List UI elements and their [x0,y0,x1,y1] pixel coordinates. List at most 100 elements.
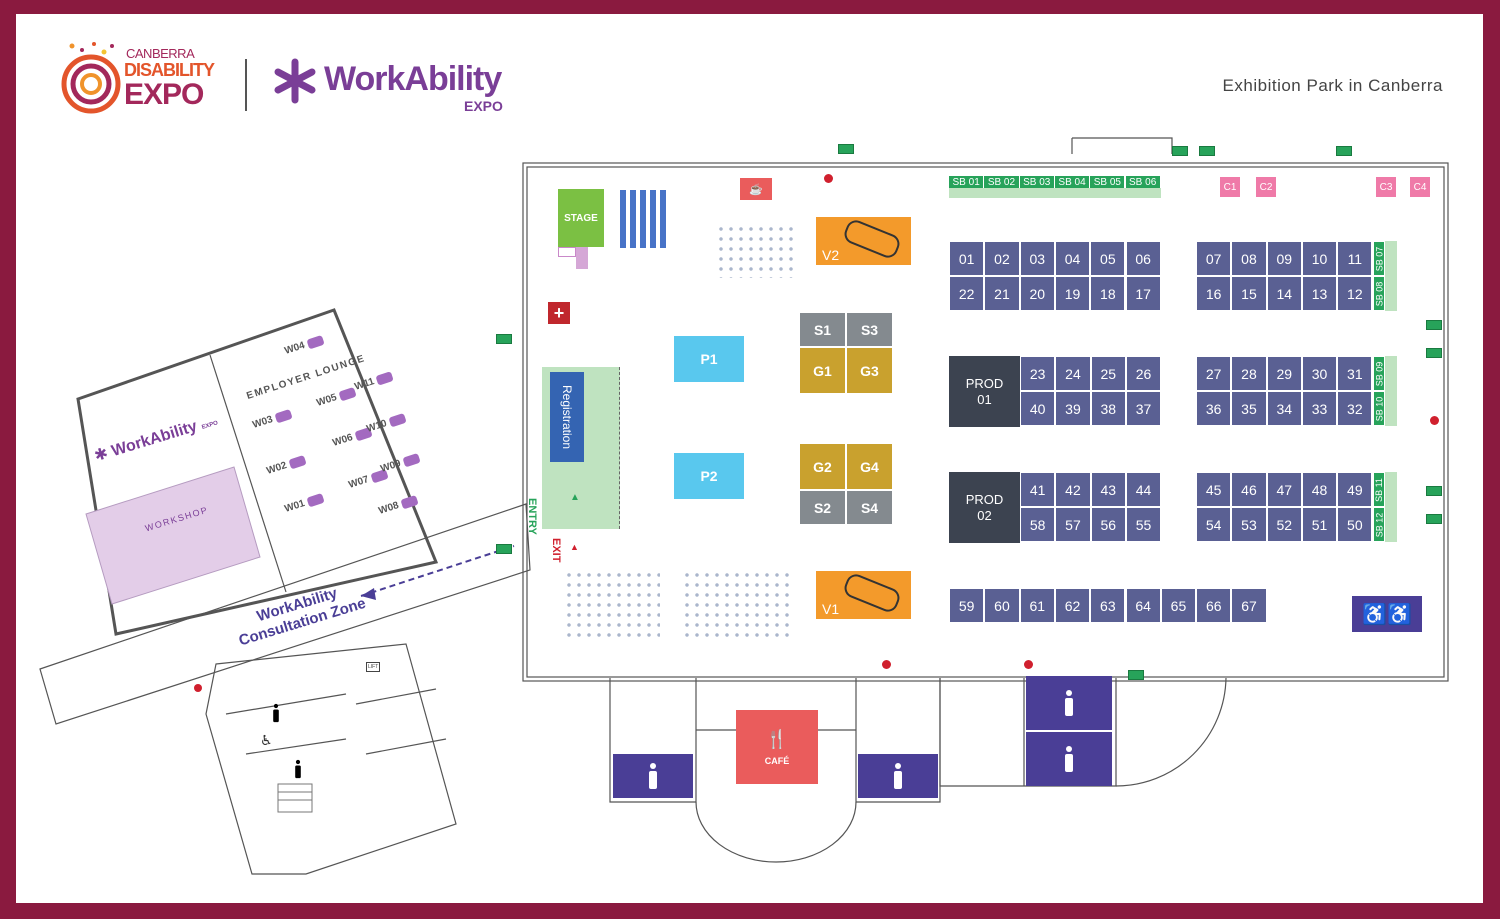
booth-54[interactable]: 54 [1196,507,1232,542]
stand-g3[interactable]: G3 [846,347,893,394]
pod-p2[interactable]: P2 [674,453,744,499]
booth-60[interactable]: 60 [984,588,1020,623]
booth-30[interactable]: 30 [1301,356,1338,391]
booth-07[interactable]: 07 [1196,241,1232,276]
catering-c4[interactable]: C4 [1410,177,1430,197]
catering-c1[interactable]: C1 [1220,177,1240,197]
booth-24[interactable]: 24 [1055,356,1091,391]
sponsor-sb10[interactable]: SB 10 [1373,391,1385,426]
vehicle-v2[interactable]: V2 [816,217,911,265]
booth-44[interactable]: 44 [1125,472,1162,507]
sponsor-sb07[interactable]: SB 07 [1373,241,1385,276]
booth-42[interactable]: 42 [1055,472,1091,507]
registration-desk: Registration [550,372,584,462]
booth-52[interactable]: 52 [1266,507,1302,542]
booth-20[interactable]: 20 [1019,276,1055,311]
booth-46[interactable]: 46 [1231,472,1267,507]
sponsor-sb01[interactable]: SB 01 [949,176,985,188]
booth-32[interactable]: 32 [1337,391,1373,426]
booth-18[interactable]: 18 [1090,276,1126,311]
stand-g2[interactable]: G2 [799,443,846,490]
booth-63[interactable]: 63 [1090,588,1126,623]
booth-25[interactable]: 25 [1090,356,1126,391]
booth-03[interactable]: 03 [1019,241,1055,276]
vehicle-v1[interactable]: V1 [816,571,911,619]
booth-48[interactable]: 48 [1301,472,1338,507]
booth-28[interactable]: 28 [1231,356,1267,391]
booth-05[interactable]: 05 [1090,241,1126,276]
booth-62[interactable]: 62 [1054,588,1091,623]
booth-59[interactable]: 59 [949,588,985,623]
booth-38[interactable]: 38 [1090,391,1126,426]
booth-13[interactable]: 13 [1301,276,1338,311]
booth-14[interactable]: 14 [1266,276,1302,311]
booth-09[interactable]: 09 [1266,241,1302,276]
booth-41[interactable]: 41 [1020,472,1056,507]
booth-23[interactable]: 23 [1020,356,1056,391]
vehicle-v2-label: V2 [822,247,840,263]
sponsor-sb06[interactable]: SB 06 [1125,176,1161,188]
sponsor-sb08[interactable]: SB 08 [1373,276,1385,311]
stand-g4[interactable]: G4 [846,443,893,490]
booth-56[interactable]: 56 [1090,507,1126,542]
booth-34[interactable]: 34 [1266,391,1302,426]
catering-c2[interactable]: C2 [1256,177,1276,197]
catering-c3[interactable]: C3 [1376,177,1396,197]
booth-26[interactable]: 26 [1125,356,1162,391]
booth-65[interactable]: 65 [1160,588,1197,623]
booth-45[interactable]: 45 [1196,472,1232,507]
booth-04[interactable]: 04 [1054,241,1091,276]
workability-logo-sub: EXPO [464,98,503,114]
booth-43[interactable]: 43 [1090,472,1126,507]
booth-21[interactable]: 21 [984,276,1020,311]
booth-49[interactable]: 49 [1337,472,1373,507]
booth-29[interactable]: 29 [1266,356,1302,391]
booth-58[interactable]: 58 [1020,507,1056,542]
sponsor-sb09[interactable]: SB 09 [1373,356,1385,391]
booth-37[interactable]: 37 [1125,391,1162,426]
booth-55[interactable]: 55 [1125,507,1162,542]
sponsor-sb05[interactable]: SB 05 [1090,176,1126,188]
sponsor-sb11[interactable]: SB 11 [1373,472,1385,507]
booth-19[interactable]: 19 [1054,276,1091,311]
booth-40[interactable]: 40 [1020,391,1056,426]
booth-39[interactable]: 39 [1055,391,1091,426]
stand-s3[interactable]: S3 [846,312,893,347]
sponsor-sb03[interactable]: SB 03 [1019,176,1055,188]
stand-g1[interactable]: G1 [799,347,846,394]
booth-01[interactable]: 01 [949,241,985,276]
booth-31[interactable]: 31 [1337,356,1373,391]
booth-67[interactable]: 67 [1231,588,1267,623]
booth-61[interactable]: 61 [1019,588,1055,623]
booth-50[interactable]: 50 [1337,507,1373,542]
sponsor-sb04[interactable]: SB 04 [1054,176,1091,188]
booth-57[interactable]: 57 [1055,507,1091,542]
sponsor-sb02[interactable]: SB 02 [984,176,1020,188]
booth-27[interactable]: 27 [1196,356,1232,391]
booth-64[interactable]: 64 [1125,588,1161,623]
booth-51[interactable]: 51 [1301,507,1338,542]
booth-08[interactable]: 08 [1231,241,1267,276]
booth-06[interactable]: 06 [1125,241,1161,276]
booth-10[interactable]: 10 [1301,241,1338,276]
booth-66[interactable]: 66 [1196,588,1232,623]
stand-s4[interactable]: S4 [846,490,893,525]
booth-11[interactable]: 11 [1337,241,1373,276]
booth-12[interactable]: 12 [1337,276,1373,311]
pod-p1[interactable]: P1 [674,336,744,382]
booth-02[interactable]: 02 [984,241,1020,276]
stand-s2[interactable]: S2 [799,490,846,525]
booth-17[interactable]: 17 [1125,276,1161,311]
booth-22[interactable]: 22 [949,276,985,311]
booth-35[interactable]: 35 [1231,391,1267,426]
booth-53[interactable]: 53 [1231,507,1267,542]
stand-s1[interactable]: S1 [799,312,846,347]
booth-16[interactable]: 16 [1196,276,1232,311]
booth-15[interactable]: 15 [1231,276,1267,311]
booth-36[interactable]: 36 [1196,391,1232,426]
sponsor-sb12[interactable]: SB 12 [1373,507,1385,542]
booth-33[interactable]: 33 [1301,391,1338,426]
booth-47[interactable]: 47 [1266,472,1302,507]
